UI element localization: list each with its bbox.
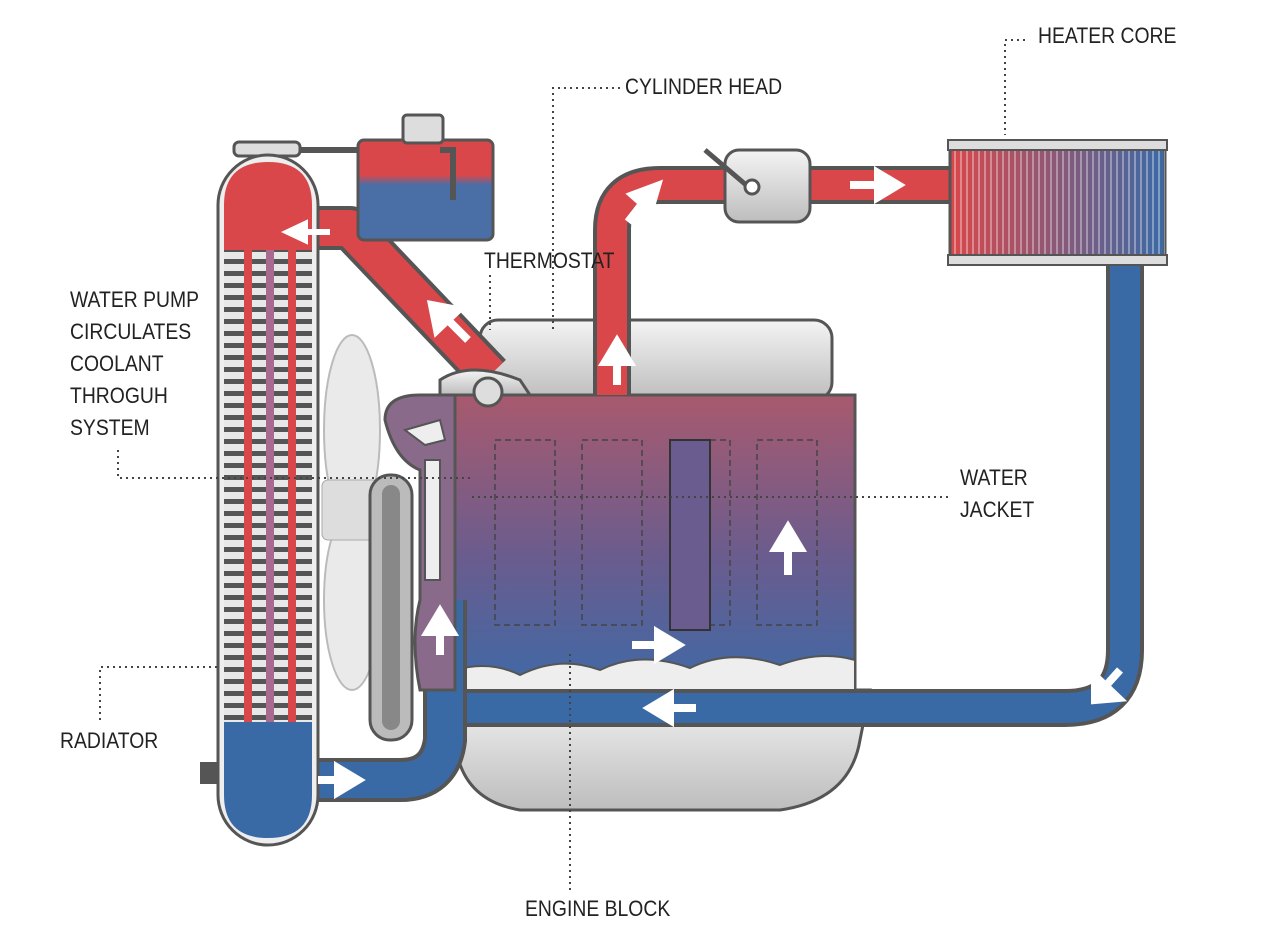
arrow-up-icon: [768, 520, 808, 575]
arrow-right-icon: [632, 625, 686, 665]
arrow-up-icon: [597, 334, 637, 385]
label-water-pump-line-2: CIRCULATES: [70, 319, 192, 344]
label-water-pump-line-4: THROGUH: [70, 383, 168, 408]
flow-arrows: [280, 165, 1128, 800]
coolant-reservoir: [356, 138, 495, 242]
arrow-down-left-icon: [1091, 666, 1128, 705]
piston: [669, 439, 711, 631]
label-thermostat: THERMOSTAT: [484, 248, 615, 273]
thermostat: [472, 376, 504, 408]
label-cylinder-head: CYLINDER HEAD: [625, 74, 783, 99]
label-engine-block: ENGINE BLOCK: [525, 896, 671, 921]
label-radiator: RADIATOR: [60, 728, 159, 753]
cylinder-head: [478, 318, 834, 402]
label-heater-core: HEATER CORE: [1038, 23, 1177, 48]
radiator: [200, 140, 320, 847]
arrow-left-icon: [280, 219, 330, 245]
arrow-left-icon: [642, 688, 696, 728]
label-water-jacket-line-2: JACKET: [960, 497, 1035, 522]
label-water-pump-line-5: SYSTEM: [70, 415, 150, 440]
label-water-jacket-line-1: WATER: [960, 465, 1028, 490]
label-water-pump-line-1: WATER PUMP: [70, 287, 200, 312]
arrow-up-right-icon: [624, 179, 664, 225]
arrow-up-left-icon: [426, 299, 471, 343]
heater-valve: [723, 148, 812, 224]
arrow-right-icon: [318, 760, 366, 800]
leader-lines: [99, 39, 1025, 890]
arrow-right-icon: [850, 165, 906, 205]
label-water-pump-line-3: COOLANT: [70, 351, 164, 376]
arrow-up-icon: [420, 604, 460, 655]
